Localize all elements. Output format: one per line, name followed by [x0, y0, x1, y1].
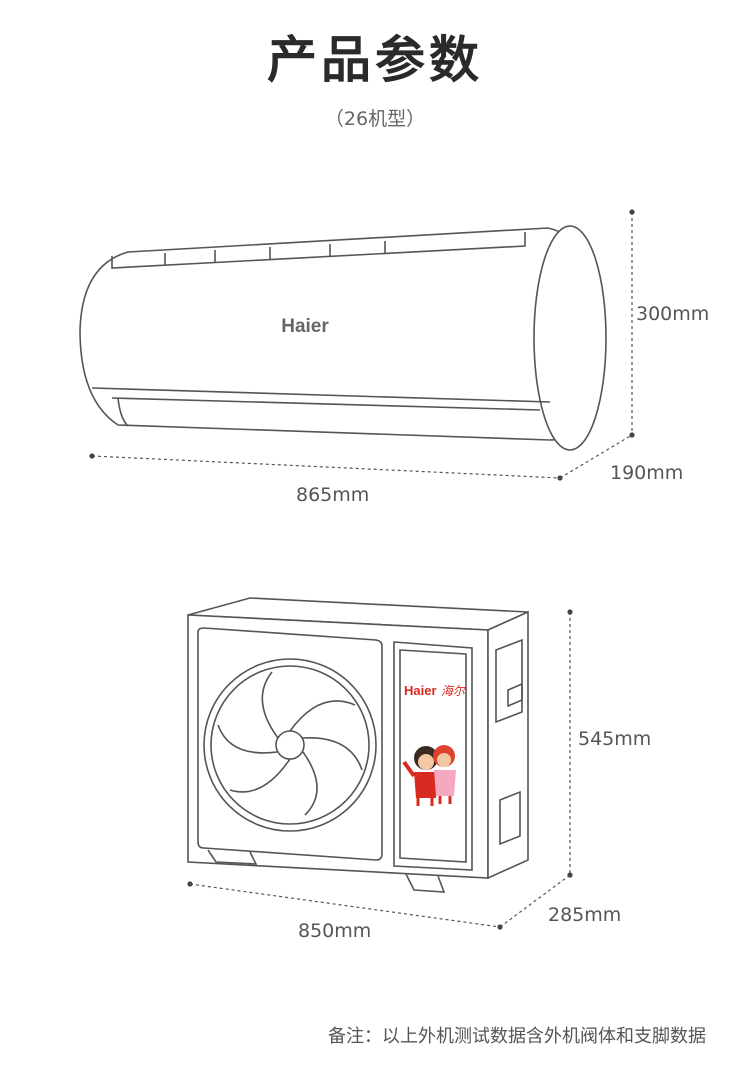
svg-text:Haier: Haier	[404, 683, 437, 698]
indoor-dimension-dots	[89, 209, 635, 481]
haier-brothers-mascot	[402, 745, 456, 806]
outdoor-brand-logo: Haier 海尔	[404, 683, 467, 698]
outdoor-dimension-lines	[189, 612, 571, 928]
indoor-brand-logo: Haier	[281, 316, 329, 337]
outdoor-depth-label: 285mm	[548, 904, 622, 926]
indoor-depth-label: 190mm	[610, 462, 684, 484]
indoor-unit-illustration	[79, 225, 607, 451]
footnote: 备注：以上外机测试数据含外机阀体和支脚数据	[328, 1026, 706, 1047]
indoor-dimension-lines	[91, 212, 633, 479]
page-subtitle: （26机型）	[324, 108, 426, 130]
indoor-width-label: 865mm	[296, 484, 370, 506]
indoor-height-label: 300mm	[636, 303, 710, 325]
page-title: 产品参数	[267, 31, 483, 89]
outdoor-unit-illustration	[187, 597, 529, 893]
outdoor-height-label: 545mm	[578, 728, 652, 750]
outdoor-dimension-dots	[187, 609, 573, 930]
outdoor-width-label: 850mm	[298, 920, 372, 942]
svg-text:海尔: 海尔	[441, 684, 467, 698]
